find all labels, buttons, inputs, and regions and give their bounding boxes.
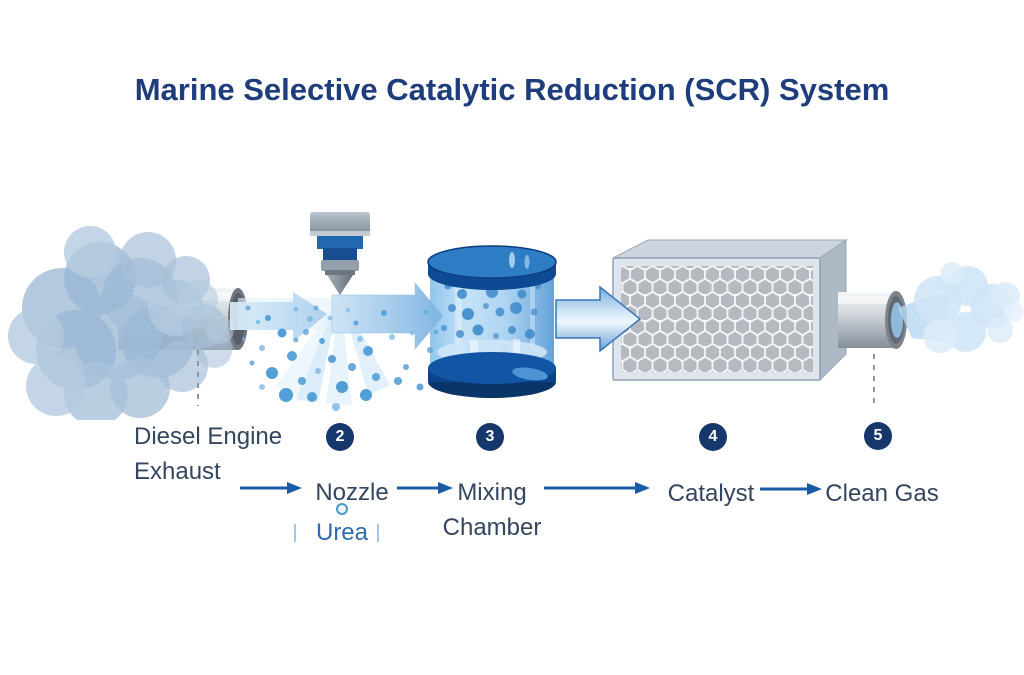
label-nozzle: Nozzle (315, 479, 389, 506)
mixing-chamber-cylinder (427, 245, 557, 398)
flow-arrow-light-2 (331, 281, 444, 351)
outlet-pipe (838, 291, 907, 349)
scr-flow-illustration (8, 212, 1024, 420)
flow-arrow-3 (544, 482, 650, 494)
step-badge-5: 5 (864, 422, 892, 450)
urea-tick-right (377, 524, 379, 542)
page-title: Marine Selective Catalytic Reduction (SC… (134, 72, 890, 107)
clean-gas-cloud (898, 262, 1024, 353)
urea-spray-droplets (242, 305, 439, 411)
urea-injector-nozzle (310, 212, 370, 295)
label-line: Chamber (442, 514, 542, 541)
step-badge-2: 2 (326, 423, 354, 451)
label-urea: Urea (315, 519, 369, 546)
label-mixing-chamber: Mixing Chamber (422, 475, 562, 545)
urea-tick-left (294, 524, 296, 542)
step-badge-4: 4 (699, 423, 727, 451)
flow-arrow-1 (240, 482, 302, 494)
flow-arrow-to-catalyst (555, 285, 642, 353)
flow-arrow-light-1 (230, 292, 327, 342)
flow-arrow-2 (397, 482, 453, 494)
label-catalyst: Catalyst (667, 480, 755, 507)
label-clean-gas: Clean Gas (825, 480, 939, 507)
label-diesel-engine-exhaust: Diesel Engine Exhaust (134, 419, 309, 489)
label-line: Mixing (457, 479, 527, 506)
label-line: Exhaust (134, 458, 221, 485)
urea-droplet-icon (336, 503, 348, 515)
step-badge-3: 3 (476, 423, 504, 451)
label-line: Diesel Engine (134, 423, 283, 450)
exhaust-smoke-cloud (8, 226, 234, 420)
catalyst-honeycomb-box (612, 239, 848, 382)
flow-arrow-4 (760, 483, 822, 495)
